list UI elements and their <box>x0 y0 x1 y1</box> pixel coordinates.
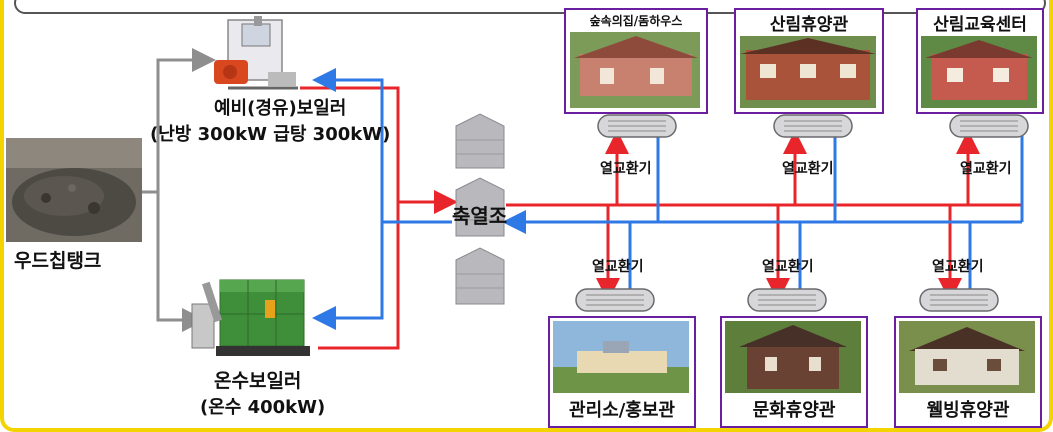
building-top-1-name: 숲속의집/돔하우스 <box>589 14 683 28</box>
heat-exchanger-bottom-1-icon <box>575 288 655 312</box>
hot-water-boiler-name: 온수보일러 <box>214 370 302 392</box>
building-top-3: 산림교육센터 <box>916 8 1044 114</box>
oil-boiler-spec: (난방 300kW 급탕 300kW) <box>150 124 391 145</box>
storage-tank-lower <box>455 247 505 305</box>
building-bottom-1-photo <box>553 321 689 393</box>
heat-exchanger-bottom-3-icon <box>919 288 999 312</box>
feed-line-hot-water-boiler <box>156 192 206 332</box>
building-bottom-2: 문화휴양관 <box>720 316 868 428</box>
woodchip-tank-photo <box>6 138 142 242</box>
hot-water-boiler-spec: (온수 400kW) <box>200 397 326 418</box>
building-bottom-1: 관리소/홍보관 <box>548 316 696 428</box>
woodchip-tank-label: 우드칩탱크 <box>14 250 102 272</box>
storage-tank-main <box>455 177 505 237</box>
building-top-3-name: 산림교육센터 <box>933 15 1027 35</box>
building-top-3-photo <box>921 36 1037 108</box>
building-top-1-photo <box>570 32 700 108</box>
oil-boiler-image <box>214 16 298 90</box>
storage-tank-label: 축열조 <box>452 204 508 228</box>
building-top-1: 숲속의집/돔하우스 <box>564 8 708 114</box>
heat-exchanger-bottom-2-icon <box>747 288 827 312</box>
building-bottom-2-name: 문화휴양관 <box>752 400 836 421</box>
building-bottom-1-name: 관리소/홍보관 <box>569 400 675 421</box>
feed-line-oil-boiler <box>142 48 216 194</box>
main-return-line <box>502 136 1024 296</box>
heat-exchanger-top-1-icon <box>597 114 677 138</box>
heat-exchanger-bottom-3-label: 열교환기 <box>932 259 984 275</box>
building-bottom-2-photo <box>725 321 861 393</box>
main-supply-line <box>506 130 1022 302</box>
storage-tank-upper <box>455 113 505 169</box>
building-bottom-3: 웰빙휴양관 <box>894 316 1042 428</box>
boiler-return-lines <box>312 68 452 330</box>
building-top-2-name: 산림휴양관 <box>769 15 849 35</box>
boiler-supply-lines <box>300 86 458 350</box>
heat-exchanger-top-3-icon <box>949 114 1029 138</box>
building-bottom-3-name: 웰빙휴양관 <box>926 400 1010 421</box>
heat-exchanger-top-1-label: 열교환기 <box>600 161 652 177</box>
heat-exchanger-top-2-icon <box>773 114 853 138</box>
building-top-2: 산림휴양관 <box>734 8 884 114</box>
feed-lines <box>142 48 216 332</box>
heat-exchanger-top-3-label: 열교환기 <box>960 161 1012 177</box>
building-top-2-photo <box>740 36 876 108</box>
heat-exchanger-top-2-label: 열교환기 <box>782 161 834 177</box>
heat-exchanger-bottom-1-label: 열교환기 <box>592 259 644 275</box>
heat-exchanger-bottom-2-label: 열교환기 <box>762 259 814 275</box>
building-bottom-3-photo <box>899 321 1035 393</box>
hot-water-boiler-image <box>191 279 310 356</box>
oil-boiler-name: 예비(경유)보일러 <box>214 98 347 119</box>
